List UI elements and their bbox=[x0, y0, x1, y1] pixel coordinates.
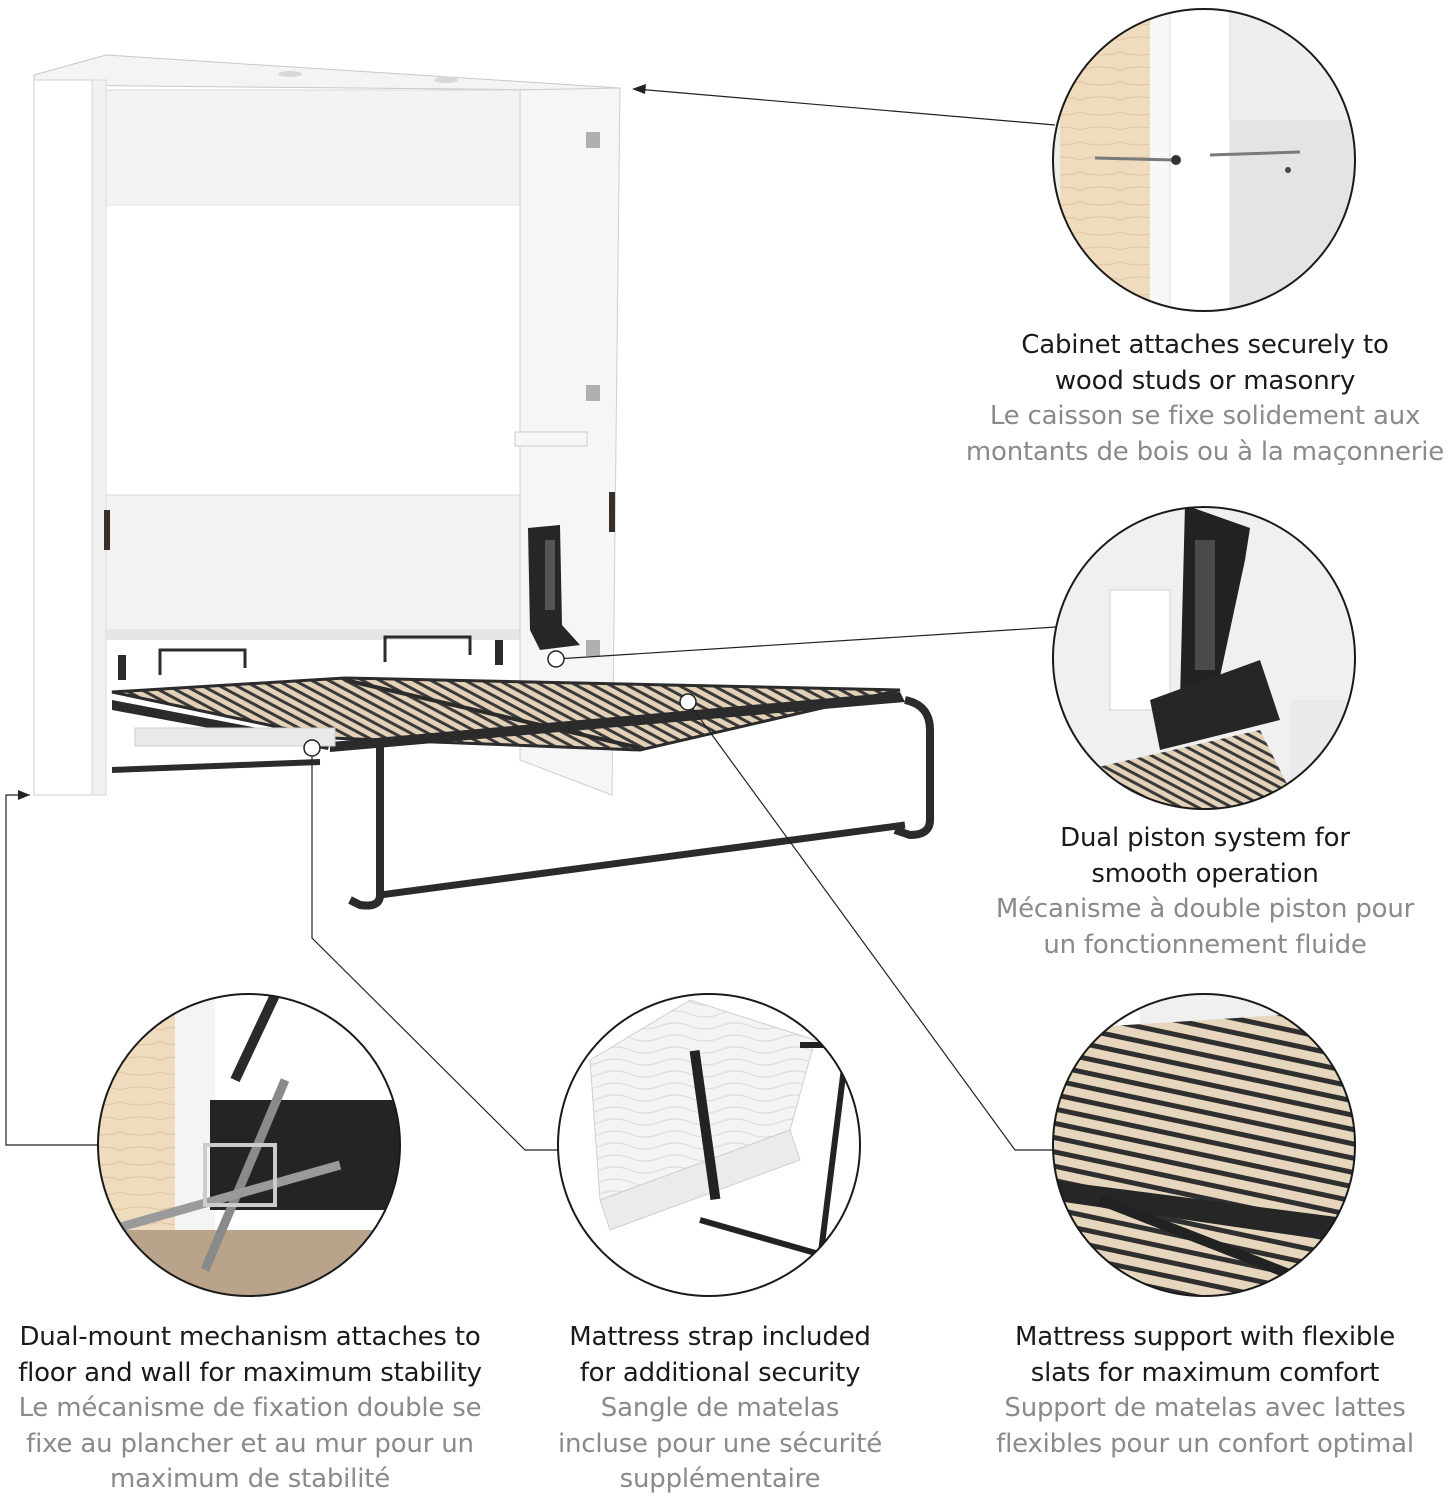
caption-fr-line: Le mécanisme de fixation double se bbox=[18, 1393, 482, 1423]
screw-bracket-icon bbox=[1052, 8, 1356, 312]
callout-line-cabinet bbox=[635, 88, 1056, 126]
callout-line-piston bbox=[555, 626, 1057, 660]
caption-flexible-slats: Mattress support with flexible slats for… bbox=[965, 1320, 1445, 1462]
caption-fr-line: Support de matelas avec lattes bbox=[1004, 1393, 1406, 1423]
callout-line-slats bbox=[687, 701, 1055, 1151]
piston-icon bbox=[1052, 506, 1356, 810]
caption-en-line: Mattress strap included bbox=[569, 1322, 871, 1352]
caption-fr-line: maximum de stabilité bbox=[109, 1464, 391, 1494]
mount-bracket-icon bbox=[97, 993, 401, 1297]
caption-en-line: Mattress support with flexible bbox=[1015, 1322, 1395, 1352]
caption-fr-line: Le caisson se fixe solidement aux bbox=[989, 401, 1421, 431]
wall-bed-cabinet bbox=[33, 54, 621, 796]
caption-fr-line: montants de bois ou à la maçonnerie bbox=[965, 436, 1445, 467]
caption-dual-piston: Dual piston system for smooth operation … bbox=[960, 821, 1450, 963]
callout-line-strap bbox=[311, 748, 560, 1151]
caption-cabinet-attachment: Cabinet attaches securely to wood studs … bbox=[940, 328, 1455, 470]
caption-en-line: wood studs or masonry bbox=[1054, 365, 1356, 396]
flexible-slats-icon bbox=[1052, 993, 1356, 1297]
caption-en-line: floor and wall for maximum stability bbox=[18, 1357, 482, 1388]
caption-fr-line: flexibles pour un confort optimal bbox=[996, 1428, 1414, 1459]
caption-mattress-strap: Mattress strap included for additional s… bbox=[510, 1320, 930, 1498]
caption-fr-line: un fonctionnement fluide bbox=[1043, 929, 1367, 960]
caption-en-line: Dual-mount mechanism attaches to bbox=[19, 1322, 481, 1352]
callout-markers bbox=[303, 650, 697, 757]
caption-dual-mount: Dual-mount mechanism attaches to floor a… bbox=[0, 1320, 500, 1498]
caption-fr-line: Mécanisme à double piston pour bbox=[995, 894, 1415, 924]
caption-en-line: Dual piston system for bbox=[1060, 823, 1350, 853]
caption-fr-line: inclusе pour une sécurité bbox=[558, 1428, 882, 1459]
caption-fr-line: Sangle de matelas bbox=[600, 1393, 840, 1423]
bed-frame bbox=[111, 635, 934, 910]
caption-en-line: for additional security bbox=[579, 1357, 861, 1388]
mattress-strap-icon bbox=[557, 993, 861, 1297]
caption-fr-line: supplémentaire bbox=[619, 1464, 821, 1494]
callout-line-mount bbox=[5, 794, 100, 1146]
caption-fr-line: fixe au plancher et au mur pour un bbox=[26, 1428, 474, 1459]
callout-lines bbox=[5, 84, 1057, 1151]
caption-en-line: slats for maximum comfort bbox=[1030, 1357, 1380, 1388]
caption-en-line: smooth operation bbox=[1091, 858, 1319, 889]
caption-en-line: Cabinet attaches securely to bbox=[1021, 330, 1389, 360]
